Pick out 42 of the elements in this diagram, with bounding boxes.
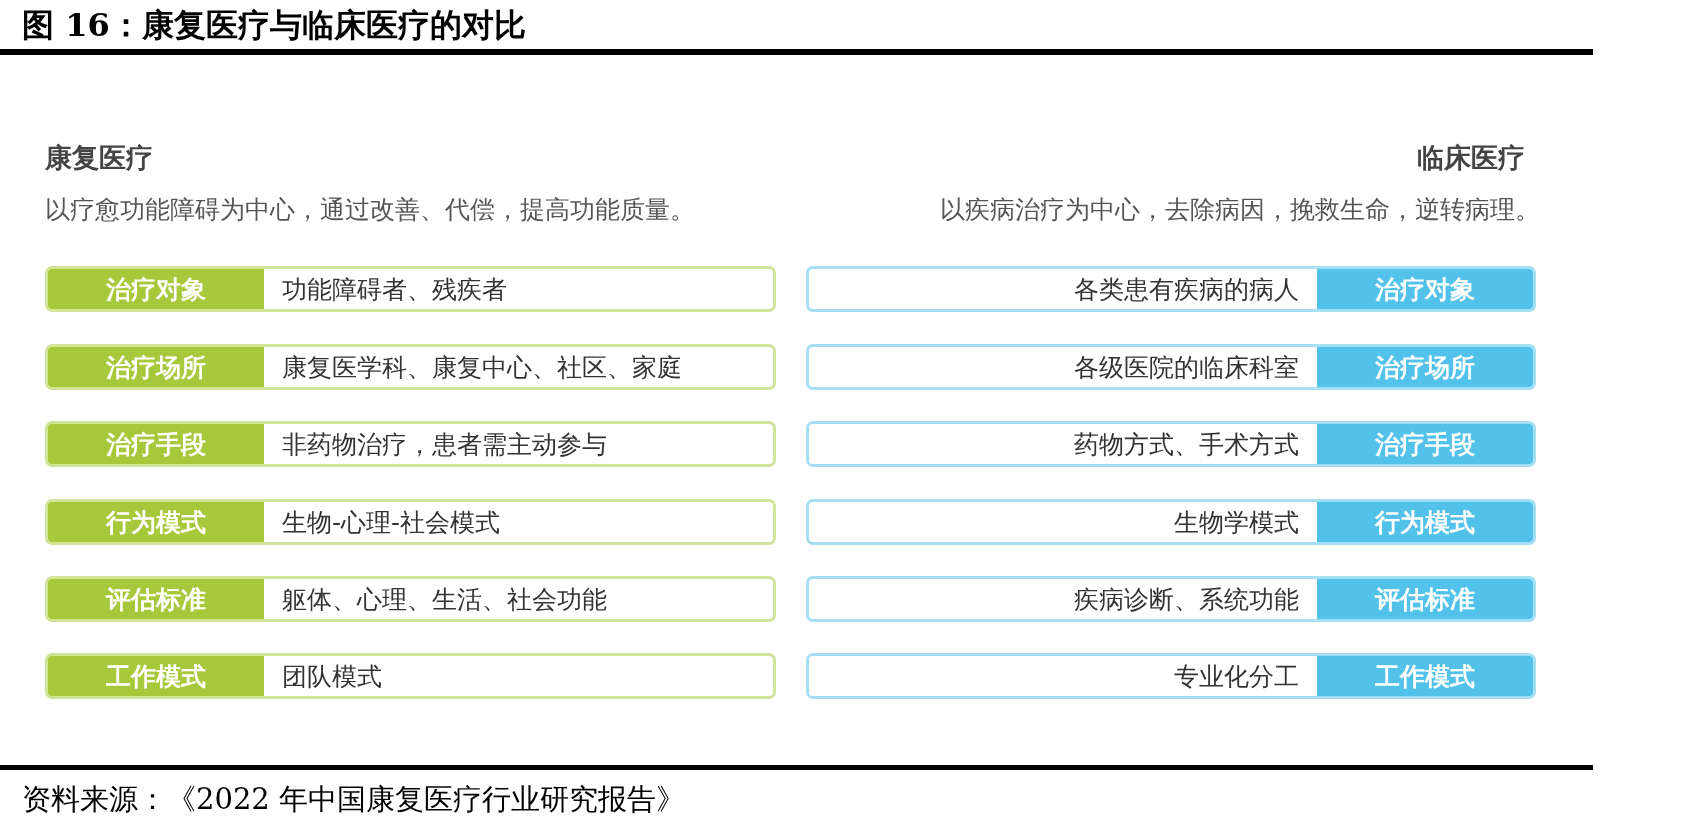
- row-text: 专业化分工: [1173, 660, 1300, 693]
- comparison-row: [45, 499, 776, 545]
- row-text: 各级医院的临床科室: [1073, 351, 1300, 384]
- row-text: 疾病诊断、系统功能: [1073, 583, 1300, 616]
- comparison-row: [806, 421, 1536, 467]
- row-text: 康复医学科、康复中心、社区、家庭: [281, 351, 683, 384]
- row-text: 躯体、心理、生活、社会功能: [281, 583, 608, 616]
- source-note: 资料来源：《2022 年中国康复医疗行业研究报告》: [22, 781, 686, 818]
- comparison-row: [45, 421, 776, 467]
- description-text: 以疗愈功能障碍为中心，通过改善、代偿，提高功能质量。: [45, 194, 695, 226]
- row-text: 生物学模式: [1173, 506, 1300, 539]
- row-text: 功能障碍者、残疾者: [281, 273, 508, 306]
- row-text: 团队模式: [281, 660, 383, 693]
- row-text: 生物-心理-社会模式: [281, 506, 502, 539]
- category-tag: 治疗场所: [1317, 347, 1533, 387]
- comparison-row: [45, 266, 776, 312]
- category-tag: 行为模式: [48, 502, 264, 542]
- category-tag: 治疗手段: [1317, 424, 1533, 464]
- category-tag: 治疗场所: [48, 347, 264, 387]
- comparison-row: [806, 344, 1536, 390]
- comparison-row: [45, 344, 776, 390]
- category-tag: 评估标准: [48, 579, 264, 619]
- comparison-row: [806, 576, 1536, 622]
- category-tag: 行为模式: [1317, 502, 1533, 542]
- description-text: 以疾病治疗为中心，去除病因，挽救生命，逆转病理。: [940, 194, 1540, 226]
- row-text: 药物方式、手术方式: [1073, 428, 1300, 461]
- comparison-row: [45, 653, 776, 699]
- category-tag: 工作模式: [48, 656, 264, 696]
- category-tag: 工作模式: [1317, 656, 1533, 696]
- row-text: 非药物治疗，患者需主动参与: [281, 428, 608, 461]
- comparison-row: [806, 266, 1536, 312]
- row-text: 各类患有疾病的病人: [1073, 273, 1300, 306]
- comparison-row: [45, 576, 776, 622]
- section-heading: 临床医疗: [1417, 141, 1525, 175]
- section-heading: 康复医疗: [45, 141, 153, 175]
- comparison-row: [806, 653, 1536, 699]
- comparison-row: [806, 499, 1536, 545]
- category-tag: 治疗手段: [48, 424, 264, 464]
- heading: 图 16：康复医疗与临床医疗的对比: [22, 5, 526, 46]
- category-tag: 评估标准: [1317, 579, 1533, 619]
- category-tag: 治疗对象: [1317, 269, 1533, 309]
- category-tag: 治疗对象: [48, 269, 264, 309]
